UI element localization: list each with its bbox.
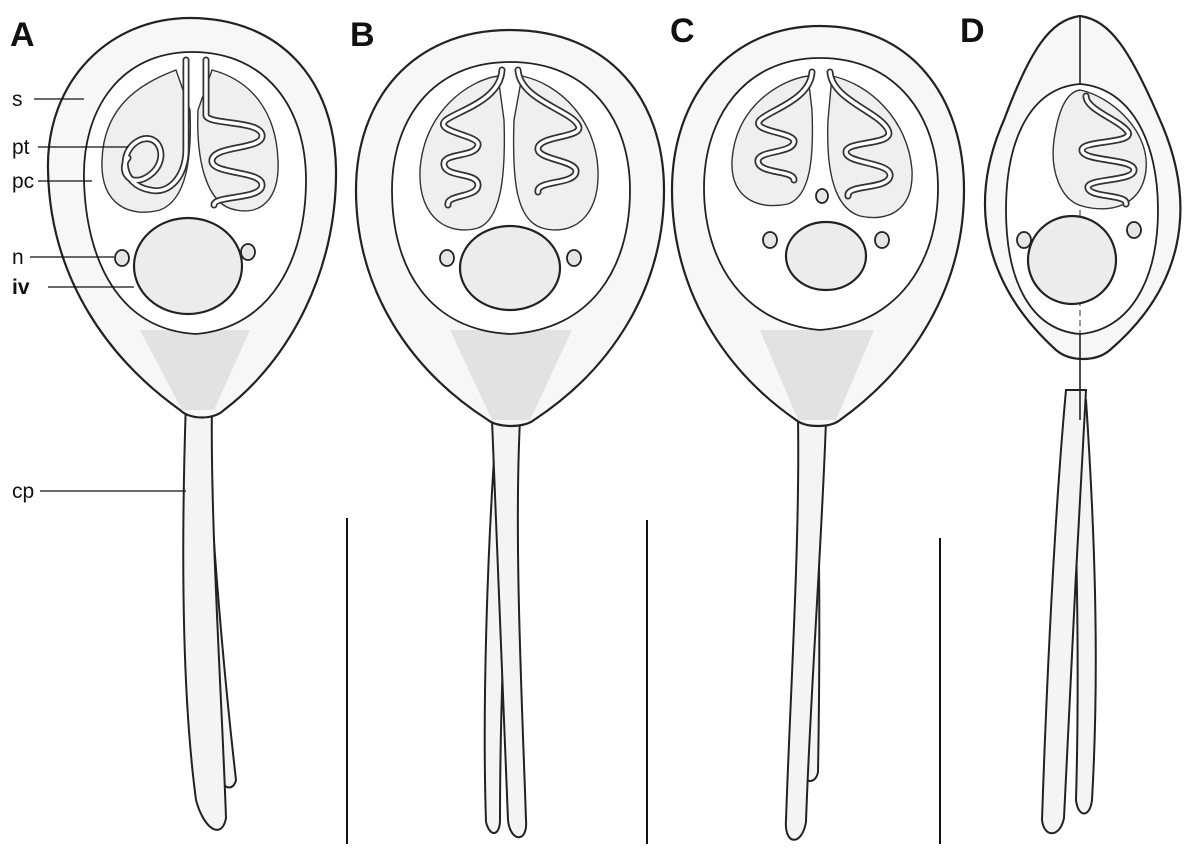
- label-pt: pt: [12, 136, 30, 159]
- panel-b: B: [350, 16, 664, 837]
- panel-c: C: [670, 12, 964, 840]
- nucleus-left: [1017, 232, 1031, 248]
- iodinophilous-vacuole: [786, 222, 866, 290]
- label-pc: pc: [12, 170, 34, 193]
- nucleus-right: [1127, 222, 1141, 238]
- panel-letter-a: A: [10, 16, 35, 54]
- iodinophilous-vacuole: [134, 218, 242, 314]
- panel-a: A s pt pc n iv cp: [10, 16, 336, 830]
- label-iv: iv: [12, 276, 30, 299]
- nucleus-left: [440, 250, 454, 266]
- nucleus-right: [875, 232, 889, 248]
- panel-letter-c: C: [670, 12, 695, 50]
- iodinophilous-vacuole: [460, 226, 560, 310]
- panel-d: D: [960, 12, 1180, 833]
- iodinophilous-vacuole: [1028, 216, 1116, 304]
- nucleus-right: [567, 250, 581, 266]
- nucleus-top: [816, 189, 828, 203]
- label-cp: cp: [12, 480, 34, 503]
- nucleus-right: [241, 244, 255, 260]
- label-n: n: [12, 246, 24, 269]
- label-s: s: [12, 88, 23, 111]
- panel-letter-b: B: [350, 16, 375, 54]
- nucleus-left: [115, 250, 129, 266]
- nucleus-left: [763, 232, 777, 248]
- panel-letter-d: D: [960, 12, 985, 50]
